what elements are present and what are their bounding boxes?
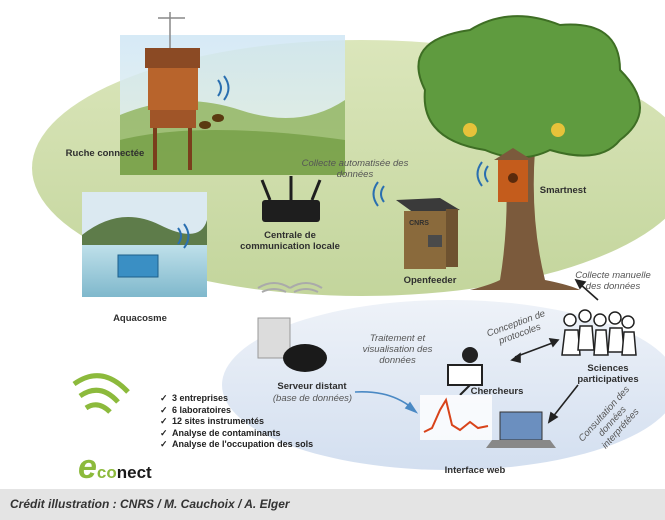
brand-co: co	[96, 463, 117, 482]
aquacosme-illustration	[82, 192, 207, 297]
check-icon: ✓	[160, 393, 168, 403]
check-icon: ✓	[160, 404, 168, 415]
fact-item: ✓Analyse de l'occupation des sols	[160, 439, 314, 449]
arrow	[354, 278, 599, 424]
brand-nect: nect	[116, 463, 152, 482]
router-icon	[260, 176, 322, 222]
wifi-icon	[177, 223, 190, 249]
label-interface: Interface web	[444, 465, 506, 476]
brand-e: e	[78, 448, 97, 486]
check-icon: ✓	[160, 427, 168, 438]
researcher-icon	[447, 347, 483, 396]
label-traitement: Traitement et visualisation des données	[362, 333, 433, 366]
fact-item: ✓12 sites instrumentés	[160, 416, 265, 426]
fact-item: ✓Analyse de contaminants	[160, 427, 281, 438]
tree-illustration	[417, 15, 641, 290]
brand-wordmark: econect	[78, 448, 152, 487]
label-centrale: Centrale de communication locale	[240, 230, 340, 252]
label-openfeeder: Openfeeder	[403, 275, 457, 286]
label-sciences: Sciences participatives	[577, 363, 639, 385]
label-chercheurs: Chercheurs	[470, 386, 524, 397]
check-icon: ✓	[160, 416, 168, 426]
label-aquacosme: Aquacosme	[113, 313, 167, 324]
wifi-icon	[257, 282, 323, 293]
fact-item: ✓3 entreprises	[160, 393, 229, 403]
credit-text: Crédit illustration : CNRS / M. Cauchoix…	[10, 497, 290, 511]
label-cnrs-tag: CNRS	[409, 220, 429, 227]
chart-graphic	[420, 395, 492, 440]
fact-item: ✓6 laboratoires	[160, 404, 232, 415]
credit-bar	[0, 489, 665, 520]
check-icon: ✓	[160, 439, 168, 449]
facts-list: ✓3 entreprises ✓6 laboratoires ✓12 sites…	[160, 393, 313, 451]
beehive-illustration	[120, 12, 345, 175]
wifi-icon	[217, 75, 230, 101]
label-ruche: Ruche connectée	[65, 148, 145, 159]
label-smartnest: Smartnest	[539, 185, 587, 196]
server-icon	[257, 317, 327, 372]
wifi-icon	[372, 181, 385, 207]
label-collecte-manuelle: Collecte manuelle des données	[575, 270, 651, 292]
econect-logo	[72, 373, 130, 414]
label-collecte-auto: Collecte automatisée des données	[301, 158, 409, 180]
openfeeder-icon	[396, 198, 460, 269]
laptop-icon	[486, 411, 556, 448]
crowd-icon	[561, 309, 637, 356]
label-serveur-sub: (base de données)	[272, 393, 353, 404]
wifi-icon	[476, 161, 489, 187]
label-serveur: Serveur distant	[277, 381, 347, 392]
